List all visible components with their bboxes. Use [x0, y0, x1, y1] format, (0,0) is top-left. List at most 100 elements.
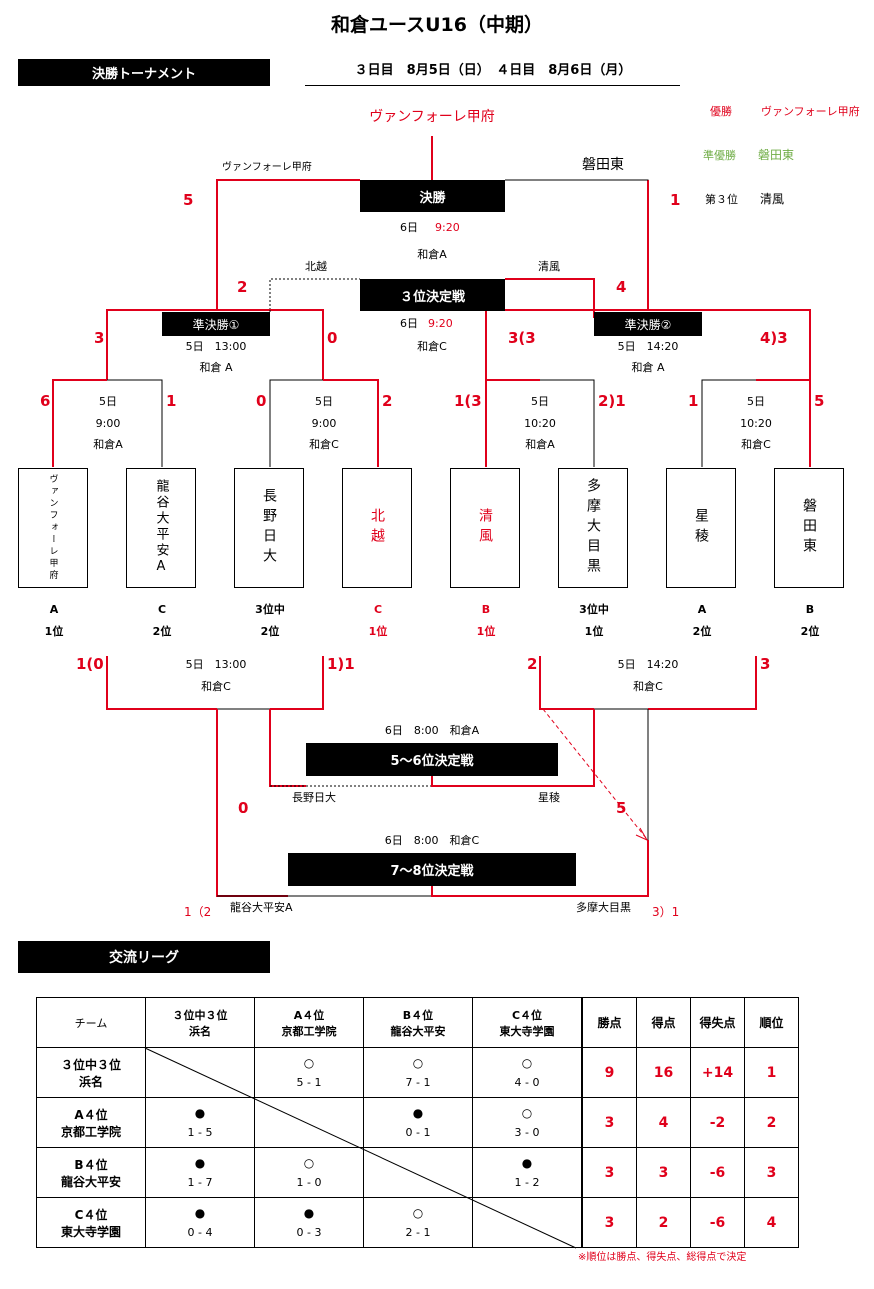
bracket-lines: [52, 136, 811, 897]
place78-right-pk: 3）1: [652, 905, 680, 919]
team-rank: 1位: [476, 625, 496, 638]
qf3-venue: 和倉A: [525, 438, 555, 451]
third-right-team: 清風: [538, 260, 560, 273]
diagonal-cell: [254, 1097, 364, 1148]
row-points: 3: [581, 1147, 637, 1198]
lower-left-venue: 和倉C: [201, 680, 231, 693]
lower-right-left-score: 2: [527, 655, 538, 673]
header-rank: 順位: [744, 997, 799, 1048]
final-right-score: 1: [670, 191, 681, 209]
result-mark: ●: [412, 1105, 424, 1120]
team-group: 3位中: [255, 603, 285, 616]
qf3-time: 10:20: [524, 417, 556, 430]
tournament-banner: 決勝トーナメント: [18, 59, 270, 86]
header-diff: 得失点: [690, 997, 745, 1048]
header-goals: 得点: [636, 997, 691, 1048]
final-right-team: 磐田東: [582, 157, 624, 173]
lower-right-info: 5日 14:20: [617, 658, 679, 671]
result-cell: ●1 - 2: [472, 1147, 583, 1198]
result-score: 1 - 2: [514, 1175, 540, 1189]
row-team: C４位 東大寺学園: [36, 1197, 146, 1248]
legend-champion: ヴァンフォーレ甲府: [761, 105, 860, 118]
lower-right-venue: 和倉C: [633, 680, 663, 693]
team-rank: 2位: [692, 625, 712, 638]
legend-runner: 磐田東: [758, 148, 795, 162]
team-group: A: [49, 603, 59, 616]
result-cell: ● 0 - 1: [363, 1097, 473, 1148]
team-rank: 2位: [260, 625, 280, 638]
qf4-day: 5日: [747, 395, 765, 408]
team-group: 3位中: [579, 603, 609, 616]
third-day: 6日: [400, 317, 418, 330]
third-time: 9:20: [428, 317, 453, 330]
lower-left-left-score: 1(0: [76, 655, 104, 673]
league-table: チーム ３位中３位 浜名 A４位 京都工学院 B４位 龍谷大平安 C４位 東大寺…: [36, 997, 799, 1248]
place56-info: 6日 8:00 和倉A: [384, 724, 480, 737]
team-box-4: 北越: [342, 468, 412, 588]
qf2-time: 9:00: [311, 417, 337, 430]
team-rank: 1位: [44, 625, 64, 638]
semi2-banner: 準決勝②: [594, 312, 702, 336]
schedule-text: ３日目 8月5日（日） ４日目 8月6日（月）: [354, 63, 632, 78]
team-name: ヴァンフォーレ甲府: [47, 474, 58, 582]
row-goals: 2: [636, 1197, 691, 1248]
row-goals: 4: [636, 1097, 691, 1148]
place78-right-team: 多摩大目黒: [576, 901, 631, 914]
semi1-venue: 和倉 A: [199, 361, 233, 374]
lower-left-right-score: 1)1: [327, 655, 355, 673]
qf3-left-score: 1(3: [454, 392, 482, 410]
semi1-right-score: 0: [327, 329, 338, 347]
row-goals: 3: [636, 1147, 691, 1198]
row-diff: -6: [690, 1197, 745, 1248]
row-diff: +14: [690, 1047, 745, 1098]
row-team: B４位 龍谷大平安: [36, 1147, 146, 1198]
place56-right-team: 星稜: [538, 791, 560, 804]
row-goals: 16: [636, 1047, 691, 1098]
team-rank: 2位: [800, 625, 820, 638]
header-points: 勝点: [581, 997, 637, 1048]
row-rank: 4: [744, 1197, 799, 1248]
third-right-score: 4: [616, 278, 627, 296]
place56-banner: 5〜6位決定戦: [306, 743, 558, 776]
place78-left-score: 0: [238, 799, 249, 817]
qf2-venue: 和倉C: [309, 438, 339, 451]
lower-right-right-score: 3: [760, 655, 771, 673]
qf1-time: 9:00: [95, 417, 121, 430]
semi2-venue: 和倉 A: [631, 361, 665, 374]
team-group: C: [157, 603, 167, 616]
team-name: 龍谷大平安A: [153, 479, 169, 577]
semi1-info: 5日 13:00: [185, 340, 247, 353]
league-note: ※順位は勝点、得失点、総得点で決定: [578, 1252, 747, 1263]
result-cell: ●1 - 5: [145, 1097, 255, 1148]
place78-left-pk: 1（2: [184, 905, 212, 919]
team-box-7: 星稜: [666, 468, 736, 588]
result-cell: ●1 - 7: [145, 1147, 255, 1198]
third-left-score: 2: [237, 278, 248, 296]
final-venue: 和倉A: [417, 248, 447, 261]
third-left-team: 北越: [305, 260, 327, 273]
result-mark: ○: [412, 1205, 424, 1220]
qf3-day: 5日: [531, 395, 549, 408]
result-mark: ●: [194, 1105, 206, 1120]
row-team: A４位 京都工学院: [36, 1097, 146, 1148]
final-banner: 決勝: [360, 180, 505, 212]
team-name: 清風: [477, 508, 493, 548]
team-box-8: 磐田東: [774, 468, 844, 588]
result-score: 0 - 4: [187, 1225, 213, 1239]
team-name: 星稜: [693, 508, 709, 548]
place78-banner: 7〜8位決定戦: [288, 853, 576, 886]
champion-top-label: ヴァンフォーレ甲府: [369, 109, 495, 125]
result-score: 1 - 7: [187, 1175, 213, 1189]
final-left-team: ヴァンフォーレ甲府: [222, 162, 312, 173]
result-cell: ○5 - 1: [254, 1047, 364, 1098]
result-mark: ○: [521, 1105, 533, 1120]
row-rank: 1: [744, 1047, 799, 1098]
final-time: 9:20: [435, 221, 460, 234]
final-left-score: 5: [183, 191, 194, 209]
team-name: 北越: [369, 508, 385, 548]
final-day: 6日: [400, 221, 418, 234]
row-diff: -6: [690, 1147, 745, 1198]
row-points: 9: [581, 1047, 637, 1098]
qf4-venue: 和倉C: [741, 438, 771, 451]
result-score: 0 - 1: [405, 1125, 431, 1139]
